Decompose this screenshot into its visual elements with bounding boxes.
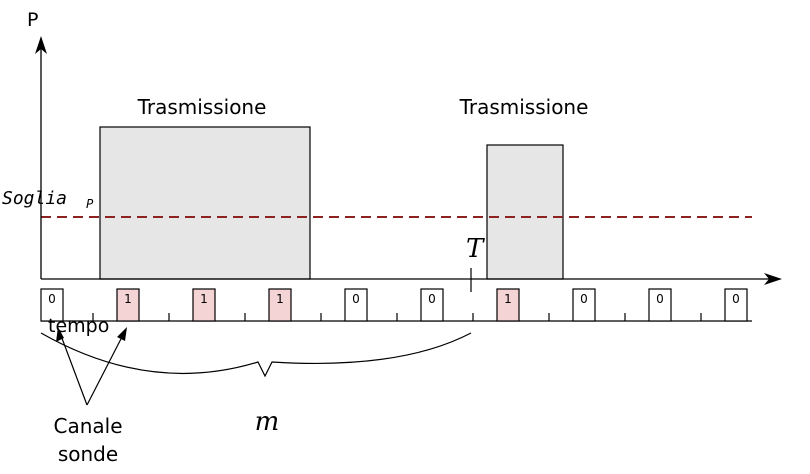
slot-ticks — [92, 313, 702, 321]
slot-boxes: 0 1 1 1 0 0 1 0 0 0 — [40, 288, 748, 322]
slot-value: 1 — [276, 292, 284, 306]
slot-value: 0 — [732, 292, 740, 306]
probe-channel-label-line1: Canale — [53, 414, 122, 438]
slot-box — [648, 288, 672, 322]
t-marker-label: T — [466, 234, 485, 264]
slot-box — [496, 288, 520, 322]
transmission-label-1: Trasmissione — [137, 95, 267, 119]
threshold-label: Soglia — [2, 188, 67, 209]
x-axis-label: tempo — [48, 315, 109, 337]
y-axis-label: P — [27, 9, 38, 31]
probe-pointer-line-1 — [59, 332, 88, 406]
slot-value: 1 — [124, 292, 132, 306]
probe-pointer-arrow-1 — [56, 327, 64, 342]
slot-box — [724, 288, 748, 322]
slot-box — [268, 288, 292, 322]
slot-value: 0 — [656, 292, 664, 306]
slot-value: 1 — [504, 292, 512, 306]
slot-value: 0 — [428, 292, 436, 306]
transmission-block-2 — [486, 144, 564, 280]
slot-box — [116, 288, 140, 322]
probe-pointer-arrow-2 — [117, 327, 127, 341]
threshold-subscript: P — [86, 197, 94, 211]
probe-pointer-line-2 — [86, 332, 125, 406]
m-label: m — [255, 407, 280, 437]
transmission-block-1 — [99, 126, 311, 280]
y-axis-arrow — [35, 36, 47, 54]
slot-box — [192, 288, 216, 322]
slot-box — [420, 288, 444, 322]
slot-value: 0 — [48, 292, 56, 306]
m-brace — [40, 332, 472, 378]
x-axis-arrow — [764, 273, 782, 285]
slot-value: 1 — [200, 292, 208, 306]
slot-value: 0 — [352, 292, 360, 306]
slot-box — [344, 288, 368, 322]
slot-box — [40, 288, 64, 322]
slot-box — [572, 288, 596, 322]
probe-channel-label-line2: sonde — [58, 442, 118, 466]
slot-value: 0 — [580, 292, 588, 306]
transmission-label-2: Trasmissione — [459, 95, 589, 119]
